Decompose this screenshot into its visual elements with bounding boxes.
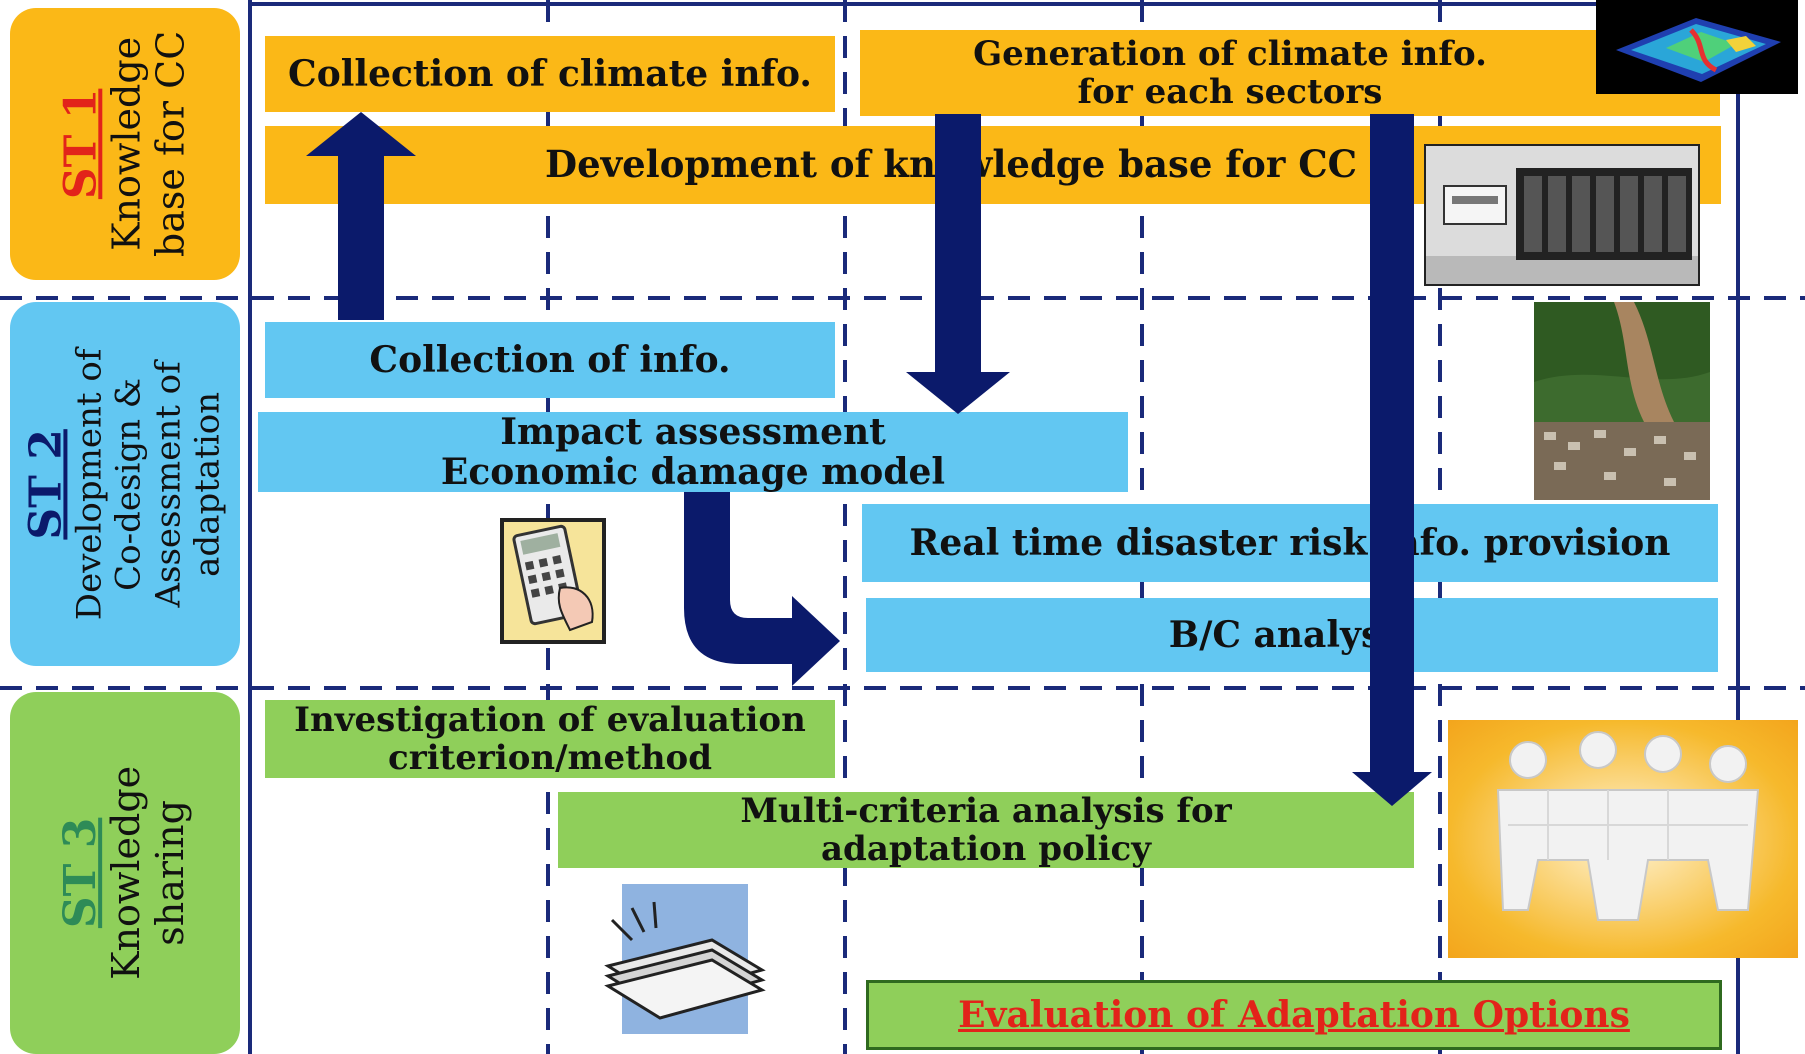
task-generation-climate-info: Generation of climate info. for each sec… [860,30,1720,116]
task-realtime-risk-info: Real time disaster risk info. provision [862,504,1718,582]
lane-st3-code: ST 3 [55,817,107,929]
lane-st2: ST 2 Development of Co-design & Assessme… [10,302,240,666]
lane-st3: ST 3 Knowledge sharing [10,692,240,1054]
task-collection-info: Collection of info. [265,322,835,398]
task-multicriteria-analysis: Multi-criteria analysis for adaptation p… [558,792,1414,868]
task-investigation-criterion: Investigation of evaluation criterion/me… [265,700,835,778]
climate-map-image [1596,0,1798,94]
supercomputer-photo [1424,144,1700,286]
lane-st2-title: Development of Co-design & Assessment of… [70,348,228,620]
lane-st3-title: Knowledge sharing [104,765,193,981]
task-bc-analysis: B/C analysis [866,598,1718,672]
lane-st1-title: Knowledge base for CC [104,30,193,258]
task-collection-climate-info: Collection of climate info. [265,36,835,112]
lane-st2-code: ST 2 [20,428,72,540]
lane-st1-code: ST 1 [55,88,107,200]
puzzle-people-icon [1448,720,1798,958]
task-evaluation-adaptation-options: Evaluation of Adaptation Options [866,980,1722,1050]
lane-st1: ST 1 Knowledge base for CC [10,8,240,280]
task-impact-assessment: Impact assessment Economic damage model [258,411,1128,492]
documents-icon [602,880,768,1036]
calculator-icon [500,518,606,644]
landslide-photo [1534,302,1710,500]
